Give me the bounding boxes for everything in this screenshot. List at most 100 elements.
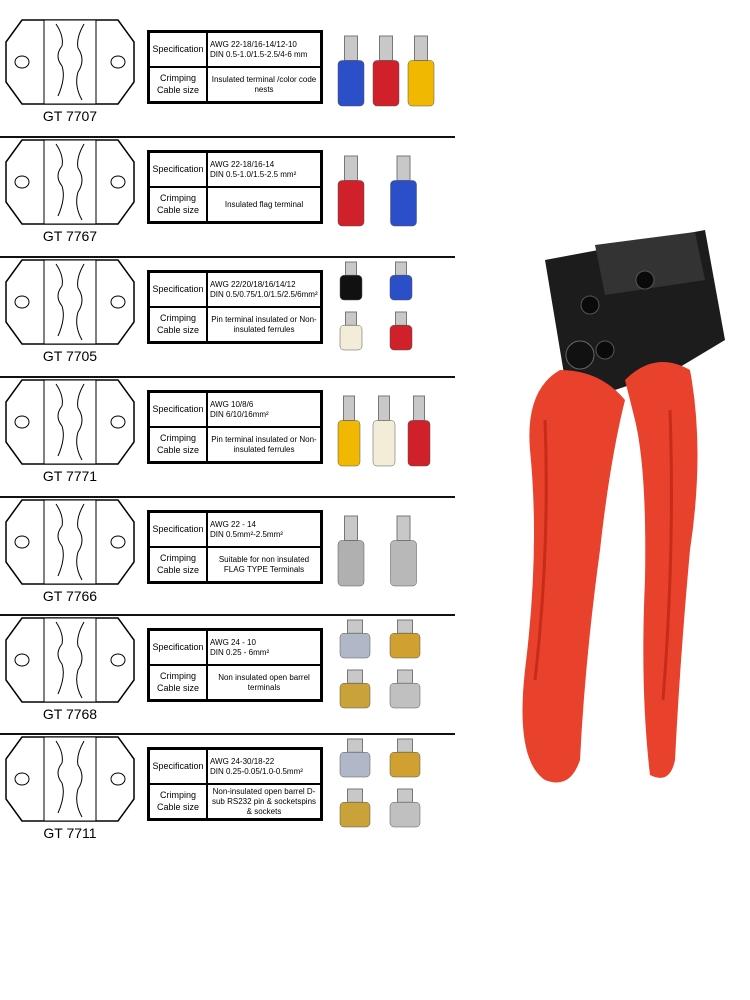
crimp-value: Insulated flag terminal: [207, 187, 321, 222]
die-model-label: GT 7705: [42, 348, 98, 364]
crimp-value: Insulated terminal /color code nests: [207, 67, 321, 102]
spec-awg: AWG 22-18/16-14: [210, 159, 275, 169]
flag-terminal-red-icon: [337, 155, 365, 227]
die-drawing: [5, 259, 135, 345]
spec-table: Specification AWG 22 - 14 DIN 0.5mm²-2.5…: [147, 510, 323, 584]
die-drawing: [5, 19, 135, 105]
spec-values: AWG 24-30/18-22 DIN 0.25-0.05/1.0-0.5mm²: [207, 749, 321, 784]
spec-awg: AWG 24 - 10: [210, 637, 256, 647]
spec-header: Specification: [149, 32, 207, 67]
row-divider: [0, 614, 455, 616]
ferrule-red-icon: [407, 395, 431, 467]
spec-table: Specification AWG 10/8/6 DIN 6/10/16mm² …: [147, 390, 323, 464]
die-row: GT 7711 Specification AWG 24-30/18-22 DI…: [0, 725, 455, 843]
spec-header: Specification: [149, 630, 207, 665]
crimp-header: Crimping Cable size: [149, 187, 207, 222]
spec-header: Specification: [149, 152, 207, 187]
flag-terminal-red-icon: [372, 35, 400, 107]
flag-strip-icon: [337, 515, 365, 587]
spec-din: DIN 0.5-1.0/1.5-2.5/4-6 mm: [210, 49, 308, 59]
spec-din: DIN 0.5mm²-2.5mm²: [210, 529, 283, 539]
female-terminal-brass-icon: [339, 669, 371, 709]
spade-male-icon: [339, 619, 371, 659]
terminal-products-image: [337, 515, 417, 587]
ferrule-black-icon: [339, 261, 363, 301]
spec-table: Specification AWG 22-18/16-14/12-10 DIN …: [147, 30, 323, 104]
crimp-header: Crimping Cable size: [149, 307, 207, 342]
spade-male-icon: [339, 738, 371, 778]
crimp-value: Pin terminal insulated or Non-insulated …: [207, 307, 321, 342]
crimp-value: Suitable for non insulated FLAG TYPE Ter…: [207, 547, 321, 582]
row-divider: [0, 496, 455, 498]
spec-table: Specification AWG 22-18/16-14 DIN 0.5-1.…: [147, 150, 323, 224]
crimp-value: Non-insulated open barrel D-sub RS232 pi…: [207, 784, 321, 819]
die-model-label: GT 7767: [42, 228, 98, 244]
spec-din: DIN 0.25 - 6mm²: [210, 647, 270, 657]
crimp-value: Non insulated open barrel terminals: [207, 665, 321, 700]
die-drawing: [5, 617, 135, 703]
terminal-products-image: [337, 35, 435, 107]
die-model-label: GT 7766: [42, 588, 98, 604]
terminal-products-image: [339, 619, 421, 709]
spec-din: DIN 0.5-1.0/1.5-2.5 mm²: [210, 169, 297, 179]
terminal-products-image: [339, 738, 421, 828]
ferrule-blue-icon: [389, 261, 413, 301]
die-row: GT 7767 Specification AWG 22-18/16-14 DI…: [0, 128, 455, 246]
spec-table: Specification AWG 24 - 10 DIN 0.25 - 6mm…: [147, 628, 323, 702]
spec-header: Specification: [149, 272, 207, 307]
spec-din: DIN 0.5/0.75/1.0/1.5/2.5/6mm²: [210, 289, 318, 299]
pin-terminal-icon: [389, 619, 421, 659]
die-row: GT 7707 Specification AWG 22-18/16-14/12…: [0, 8, 455, 126]
row-divider: [0, 733, 455, 735]
crimp-header: Crimping Cable size: [149, 784, 207, 819]
ferrule-white-icon: [372, 395, 396, 467]
terminal-products-image: [339, 261, 413, 351]
row-divider: [0, 136, 455, 138]
spec-header: Specification: [149, 392, 207, 427]
crimp-header: Crimping Cable size: [149, 547, 207, 582]
ferrule-yellow-icon: [337, 395, 361, 467]
crimp-header: Crimping Cable size: [149, 67, 207, 102]
die-drawing: [5, 139, 135, 225]
spec-table: Specification AWG 22/20/18/16/14/12 DIN …: [147, 270, 323, 344]
terminal-products-image: [337, 395, 431, 467]
die-drawing: [5, 736, 135, 822]
die-row: GT 7705 Specification AWG 22/20/18/16/14…: [0, 248, 455, 366]
spec-table: Specification AWG 24-30/18-22 DIN 0.25-0…: [147, 747, 323, 821]
ferrule-red-icon: [389, 311, 413, 351]
row-divider: [0, 376, 455, 378]
die-drawing: [5, 379, 135, 465]
die-model-label: GT 7707: [42, 108, 98, 124]
plier-handle-left: [522, 370, 625, 783]
flag-terminal-metal-icon: [390, 515, 417, 587]
spec-awg: AWG 24-30/18-22: [210, 756, 275, 766]
terminal-products-image: [337, 155, 417, 227]
die-row: GT 7766 Specification AWG 22 - 14 DIN 0.…: [0, 488, 455, 606]
female-terminal-silver-icon: [389, 669, 421, 709]
crimping-plier-image: [522, 230, 725, 783]
spec-header: Specification: [149, 749, 207, 784]
crimp-header: Crimping Cable size: [149, 427, 207, 462]
die-model-label: GT 7771: [42, 468, 98, 484]
die-model-label: GT 7711: [43, 825, 97, 841]
spec-values: AWG 22-18/16-14/12-10 DIN 0.5-1.0/1.5-2.…: [207, 32, 321, 67]
crimp-value: Pin terminal insulated or Non-insulated …: [207, 427, 321, 462]
female-terminal-silver-icon: [389, 788, 421, 828]
spec-awg: AWG 22/20/18/16/14/12: [210, 279, 296, 289]
plier-handle-right: [625, 362, 698, 778]
flag-terminal-blue-icon: [390, 155, 417, 227]
female-terminal-brass-icon: [339, 788, 371, 828]
fork-terminal-yellow-icon: [407, 35, 435, 107]
spec-values: AWG 24 - 10 DIN 0.25 - 6mm²: [207, 630, 321, 665]
spec-awg: AWG 22-18/16-14/12-10: [210, 39, 297, 49]
spec-awg: AWG 22 - 14: [210, 519, 256, 529]
spec-values: AWG 22/20/18/16/14/12 DIN 0.5/0.75/1.0/1…: [207, 272, 321, 307]
spec-values: AWG 22 - 14 DIN 0.5mm²-2.5mm²: [207, 512, 321, 547]
die-row: GT 7768 Specification AWG 24 - 10 DIN 0.…: [0, 606, 455, 724]
spec-din: DIN 0.25-0.05/1.0-0.5mm²: [210, 766, 303, 776]
die-row: GT 7771 Specification AWG 10/8/6 DIN 6/1…: [0, 368, 455, 486]
crimp-header: Crimping Cable size: [149, 665, 207, 700]
ferrule-white-icon: [339, 311, 363, 351]
spec-din: DIN 6/10/16mm²: [210, 409, 269, 419]
pin-terminal-icon: [389, 738, 421, 778]
